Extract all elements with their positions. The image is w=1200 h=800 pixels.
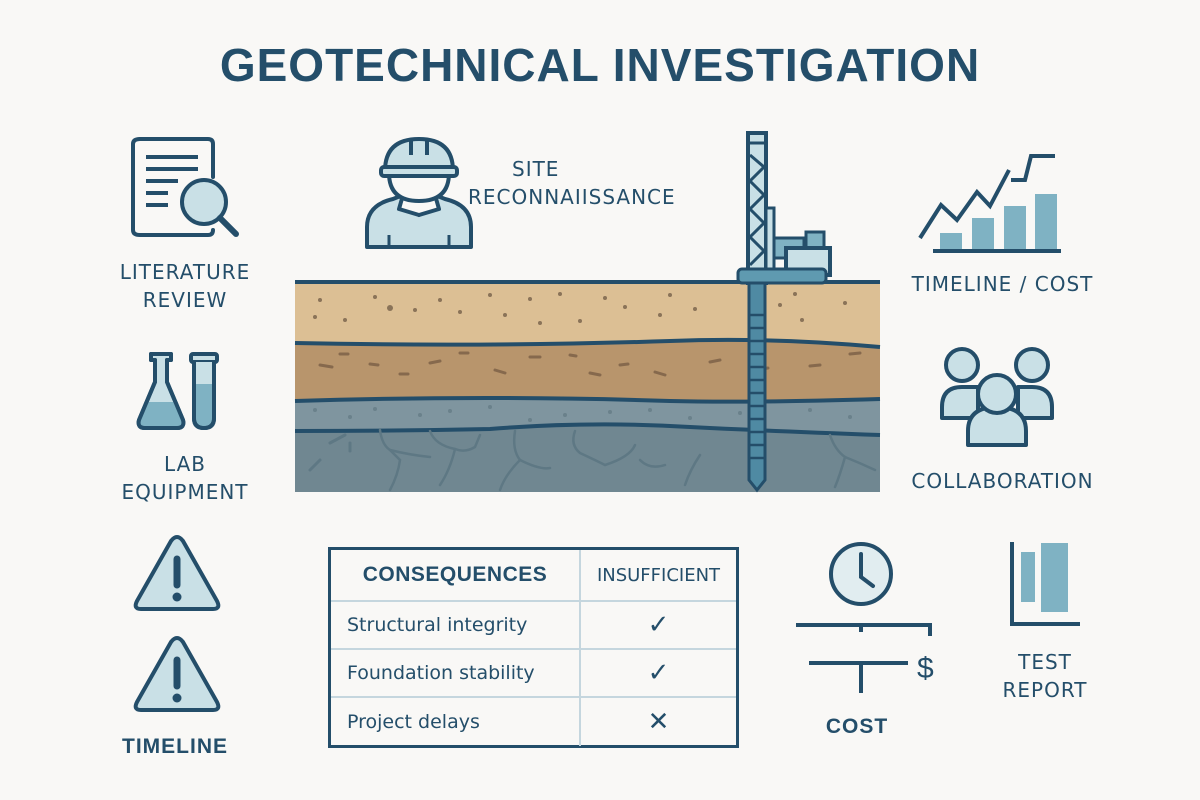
cost-label: COST <box>825 715 889 738</box>
label-line: SITE <box>512 157 560 181</box>
dollar-icon: $ <box>917 652 934 685</box>
people-group-icon <box>938 345 1058 455</box>
row-label: Project delays <box>331 698 581 746</box>
label-line: REPORT <box>1002 678 1088 702</box>
timeline-label: TIMELINE <box>122 735 228 758</box>
check-icon: ✓ <box>647 658 670 688</box>
table-header-row: CONSEQUENCES INSUFFICIENT <box>331 550 736 602</box>
table-row: Structural integrity ✓ <box>331 602 736 650</box>
row-label: Structural integrity <box>331 602 581 648</box>
timeline-cost-label: TIMELINE / COST <box>911 272 1094 296</box>
table-header-consequences: CONSEQUENCES <box>331 550 581 600</box>
page-title: GEOTECHNICAL INVESTIGATION <box>219 39 981 91</box>
warning-triangle-icon <box>133 636 221 714</box>
label-line: TEST <box>1018 650 1072 674</box>
document-magnifier-icon <box>128 135 243 245</box>
row-label: Foundation stability <box>331 650 581 696</box>
label-line: LAB <box>163 452 206 476</box>
label-line: EQUIPMENT <box>121 480 249 504</box>
warning-triangle-icon <box>133 535 221 613</box>
test-report-label: TEST REPORT <box>985 648 1105 704</box>
literature-review-label: LITERATURE REVIEW <box>95 258 275 314</box>
table-row: Foundation stability ✓ <box>331 650 736 698</box>
engineer-hardhat-icon <box>363 135 475 250</box>
site-reconnaissance-label: SITE RECONNAIISSANCE <box>468 155 686 211</box>
soil-cross-section <box>290 125 890 500</box>
table-row: Project delays ✕ <box>331 698 736 746</box>
lab-equipment-label: LAB EQUIPMENT <box>95 450 275 506</box>
collaboration-label: COLLABORATION <box>911 469 1094 493</box>
cross-icon: ✕ <box>647 707 670 737</box>
clock-scale-dollar-icon: $ <box>793 538 943 698</box>
label-line: LITERATURE <box>119 260 251 284</box>
table-header-insufficient: INSUFFICIENT <box>596 564 721 586</box>
label-line: RECONNAIISSANCE <box>468 185 676 209</box>
consequences-table: CONSEQUENCES INSUFFICIENT Structural int… <box>328 547 739 748</box>
label-line: REVIEW <box>142 288 228 312</box>
bar-chart-icon <box>1008 540 1088 630</box>
chart-growth-icon <box>915 148 1065 258</box>
check-icon: ✓ <box>647 610 670 640</box>
flask-test-tube-icon <box>135 352 220 432</box>
